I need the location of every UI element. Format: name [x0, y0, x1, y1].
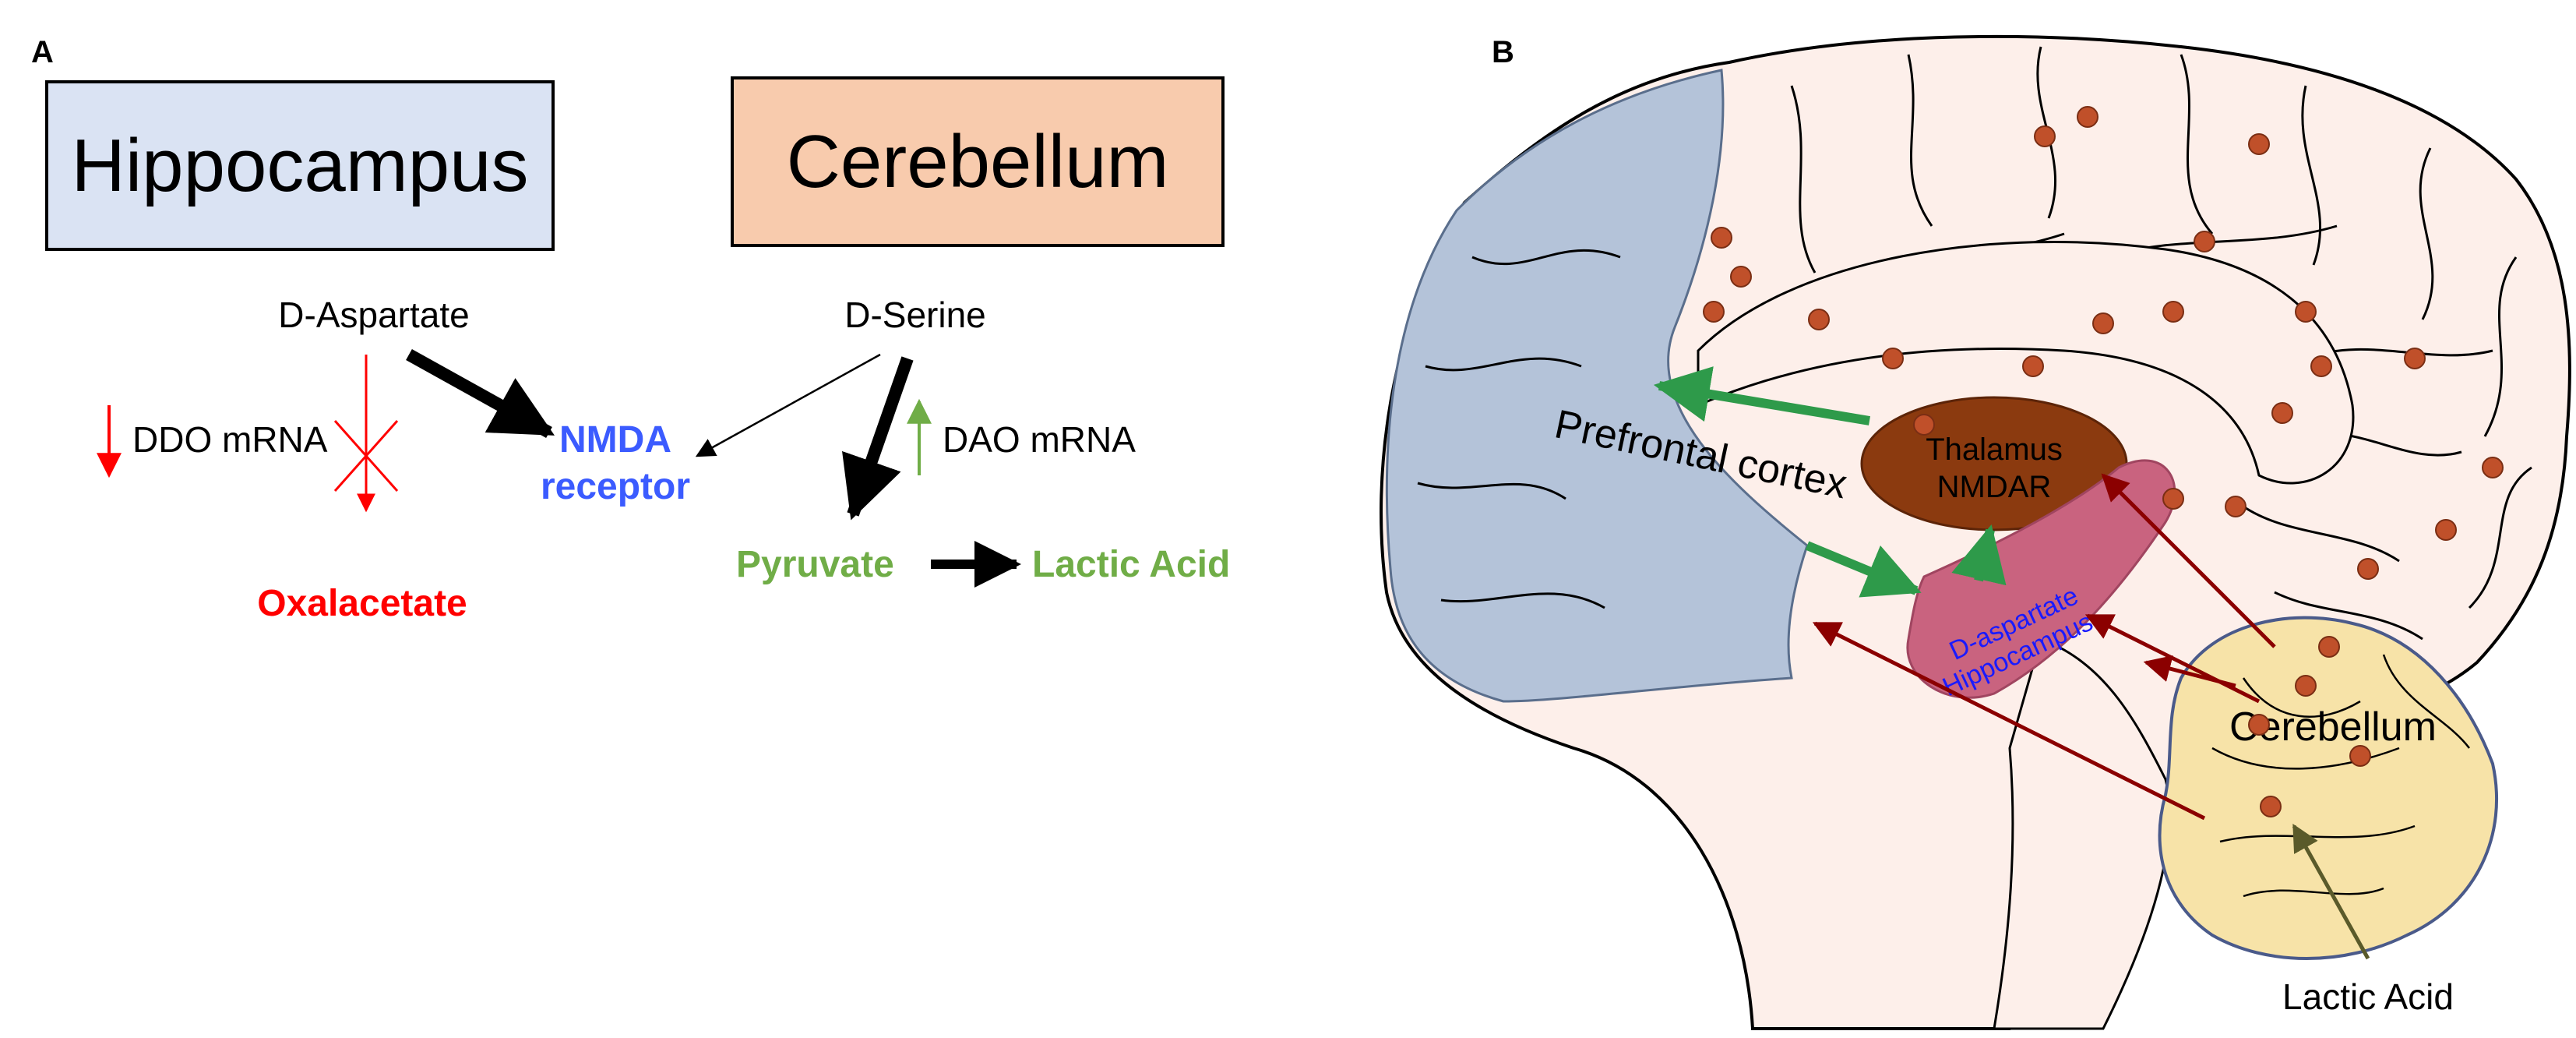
blocked-cross-line-2	[333, 420, 399, 492]
cerebellum-region	[2158, 616, 2499, 960]
activity-dot	[1913, 414, 1935, 436]
activity-dot	[2092, 312, 2114, 334]
panel-b-letter: B	[1492, 35, 1514, 69]
activity-dot	[2022, 355, 2044, 377]
activity-dot	[1703, 301, 1725, 323]
activity-dot	[1711, 227, 1732, 249]
activity-dot	[2225, 496, 2247, 517]
d-serine-to-nmda-arrow	[695, 353, 881, 457]
activity-dots	[1703, 106, 2504, 817]
activity-dot	[2271, 402, 2293, 424]
activity-dot	[2248, 714, 2270, 736]
activity-dot	[2295, 675, 2317, 697]
prefrontal-cortex-region	[1385, 69, 1809, 703]
hippocampus-region	[1906, 459, 2176, 699]
activity-dot	[1882, 348, 1904, 369]
pyruvate-label: Pyruvate	[736, 544, 894, 585]
cerebellum-to-hippocampus-arrow-2	[2143, 655, 2236, 688]
cerebellum-to-thalamus-arrow	[2101, 473, 2276, 648]
activity-dot	[1730, 266, 1752, 288]
activity-dot	[1808, 309, 1830, 330]
cerebellum-to-hippocampus-arrow-1	[2084, 613, 2261, 704]
cerebellum-box	[731, 76, 1225, 247]
oxalacetate-label: Oxalacetate	[257, 583, 467, 624]
receptor-label: receptor	[541, 466, 690, 507]
activity-dot	[2357, 558, 2379, 580]
d-aspartate-label: D-Aspartate	[278, 295, 469, 335]
hippocampus-box	[45, 80, 555, 251]
thalamus-nmdar-label: NMDAR	[1937, 470, 2052, 504]
activity-dot	[2034, 125, 2056, 147]
lactic-acid-label-b: Lactic Acid	[2282, 976, 2454, 1017]
activity-dot	[2194, 231, 2215, 252]
activity-dot	[2318, 636, 2340, 658]
activity-dot	[2077, 106, 2099, 128]
d-serine-label: D-Serine	[844, 295, 986, 335]
hippocampus-to-thalamus-arrow	[1951, 524, 2007, 586]
panel-b: B	[1380, 34, 2571, 1030]
lactic-acid-pointer-arrow	[2292, 823, 2370, 960]
corpus-callosum	[1697, 241, 2355, 485]
activity-dot	[2435, 519, 2457, 541]
activity-dot	[2404, 348, 2426, 369]
prefrontal-to-hippocampus-arrow	[1805, 541, 1922, 598]
activity-dot	[2349, 745, 2371, 767]
activity-dot	[2482, 457, 2504, 478]
activity-dot	[2162, 488, 2184, 510]
lactic-acid-label-a: Lactic Acid	[1032, 544, 1230, 585]
hippocampus-box-label: Hippocampus	[72, 124, 529, 207]
dao-mrna-label: DAO mRNA	[943, 419, 1136, 460]
thalamus-to-prefrontal-arrow	[1653, 366, 1870, 425]
d-serine-to-pyruvate-arrow	[842, 356, 914, 521]
activity-dot	[2248, 133, 2270, 155]
activity-dot	[2310, 355, 2332, 377]
activity-dot	[2260, 796, 2282, 817]
activity-dot	[2295, 301, 2317, 323]
thalamus-label: Thalamus	[1926, 432, 2063, 467]
activity-dot	[2162, 301, 2184, 323]
nmda-label: NMDA	[559, 419, 671, 461]
d-aspartate-to-nmda-arrow	[406, 349, 555, 438]
panel-a: A Hippocampus Cerebellum D-Aspartate D-S…	[31, 35, 1230, 624]
panel-a-letter: A	[31, 35, 54, 69]
cerebellum-box-label: Cerebellum	[787, 120, 1169, 203]
ddo-mrna-label: DDO mRNA	[132, 419, 328, 460]
cerebellum-to-prefrontal-arrow	[1812, 621, 2206, 821]
